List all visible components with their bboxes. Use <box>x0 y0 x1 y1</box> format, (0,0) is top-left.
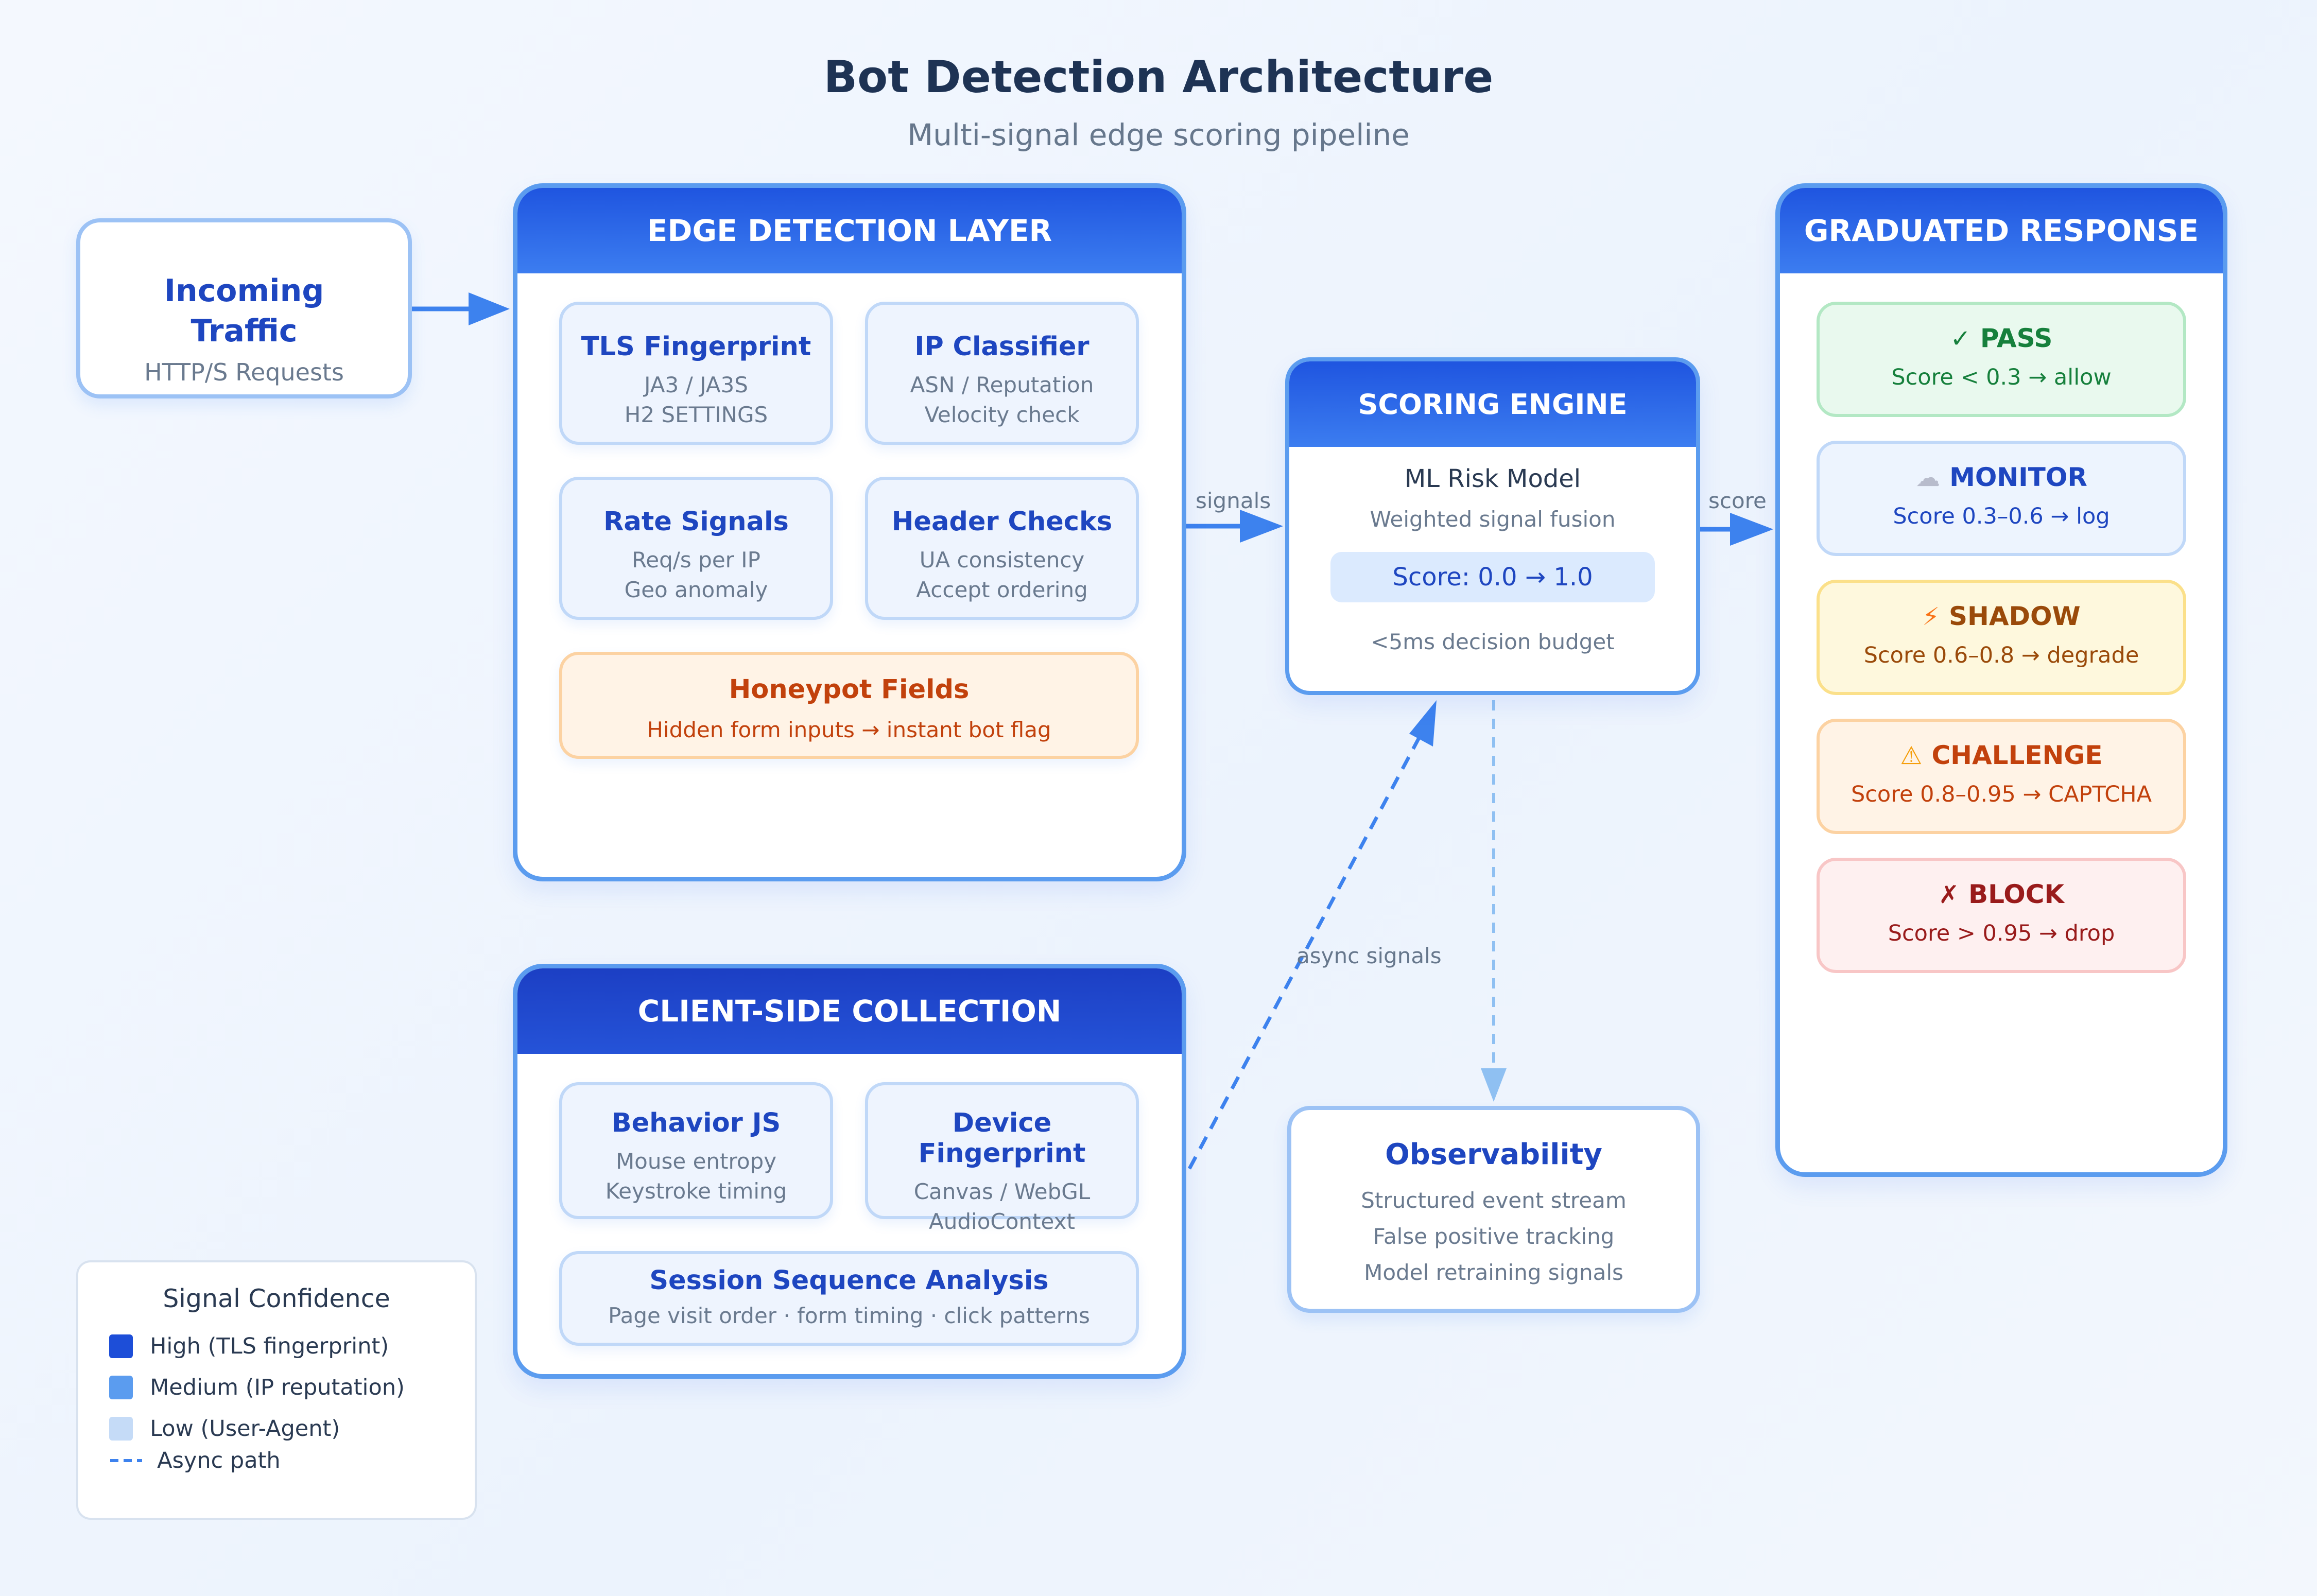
card-detail: Page visit order · form timing · click p… <box>608 1303 1090 1328</box>
lightning-icon: ⚡ <box>1922 602 1940 631</box>
legend-label: Low (User-Agent) <box>150 1416 340 1442</box>
legend-swatch <box>109 1417 133 1441</box>
legend-item-low: Low (User-Agent) <box>109 1416 340 1442</box>
tier-title: ⚡SHADOW <box>1922 601 2081 631</box>
card-title: IP Classifier <box>914 332 1090 362</box>
card-honeypot-fields: Honeypot Fields Hidden form inputs → ins… <box>559 652 1139 759</box>
dashed-line-icon <box>110 1459 142 1462</box>
observability-line3: Model retraining signals <box>1364 1260 1623 1285</box>
card-title: TLS Fingerprint <box>581 332 811 362</box>
card-title: Honeypot Fields <box>729 674 970 705</box>
card-title: Behavior JS <box>611 1108 781 1138</box>
warning-icon: ⚠ <box>1900 741 1923 770</box>
scoring-fusion: Weighted signal fusion <box>1370 507 1616 532</box>
scoring-engine-panel: SCORING ENGINE ML Risk Model Weighted si… <box>1285 357 1700 695</box>
incoming-title: Incoming Traffic <box>80 271 408 351</box>
incoming-title-line2: Traffic <box>191 313 298 349</box>
legend-label: Medium (IP reputation) <box>150 1375 405 1400</box>
graduated-response-heading: GRADUATED RESPONSE <box>1780 188 2223 273</box>
arrow-scoring-to-response <box>1700 513 1773 546</box>
tier-desc: Score 0.3–0.6 → log <box>1893 504 2110 529</box>
legend: Signal Confidence High (TLS fingerprint)… <box>76 1260 477 1520</box>
tier-desc: Score > 0.95 → drop <box>1888 921 2115 946</box>
card-detail: Hidden form inputs → instant bot flag <box>647 717 1051 742</box>
label-signals: signals <box>1196 488 1271 513</box>
legend-title: Signal Confidence <box>163 1284 390 1313</box>
card-session-sequence: Session Sequence Analysis Page visit ord… <box>559 1251 1139 1346</box>
arrow-edge-to-scoring <box>1186 510 1283 543</box>
observability-node: Observability Structured event stream Fa… <box>1287 1106 1700 1313</box>
card-title: Rate Signals <box>603 507 789 537</box>
legend-swatch <box>109 1376 133 1399</box>
incoming-title-line1: Incoming <box>164 273 324 309</box>
tier-pass: ✓PASS Score < 0.3 → allow <box>1817 302 2186 417</box>
incoming-subtitle: HTTP/S Requests <box>144 358 344 386</box>
scoring-budget: <5ms decision budget <box>1371 629 1615 654</box>
scoring-engine-heading: SCORING ENGINE <box>1289 361 1696 447</box>
observability-line2: False positive tracking <box>1373 1224 1615 1249</box>
tier-title: ☁MONITOR <box>1915 462 2087 492</box>
legend-label: High (TLS fingerprint) <box>150 1333 389 1359</box>
cross-icon: ✗ <box>1938 880 1960 909</box>
observability-line1: Structured event stream <box>1361 1188 1627 1213</box>
legend-item-high: High (TLS fingerprint) <box>109 1333 389 1359</box>
check-icon: ✓ <box>1950 324 1971 353</box>
client-side-heading: CLIENT-SIDE COLLECTION <box>517 968 1182 1054</box>
tier-challenge: ⚠CHALLENGE Score 0.8–0.95 → CAPTCHA <box>1817 719 2186 834</box>
diagram-title: Bot Detection Architecture <box>823 51 1494 103</box>
legend-item-medium: Medium (IP reputation) <box>109 1375 405 1400</box>
score-range-badge: Score: 0.0 → 1.0 <box>1330 552 1655 602</box>
tier-title: ✓PASS <box>1950 323 2053 353</box>
arrow-scoring-to-observability <box>1481 700 1507 1102</box>
tier-monitor: ☁MONITOR Score 0.3–0.6 → log <box>1817 441 2186 556</box>
scoring-model: ML Risk Model <box>1404 464 1581 493</box>
legend-item-async: Async path <box>109 1448 281 1473</box>
incoming-traffic-node: Incoming Traffic HTTP/S Requests <box>76 218 412 398</box>
tier-desc: Score < 0.3 → allow <box>1891 365 2112 390</box>
edge-detection-heading: EDGE DETECTION LAYER <box>517 188 1182 273</box>
tier-block: ✗BLOCK Score > 0.95 → drop <box>1817 858 2186 973</box>
cloud-icon: ☁ <box>1915 463 1941 492</box>
arrow-client-to-scoring-async <box>1187 700 1437 1170</box>
tier-title: ⚠CHALLENGE <box>1900 740 2103 770</box>
observability-detail: Structured event stream False positive t… <box>1291 1183 1696 1291</box>
tier-title: ✗BLOCK <box>1938 879 2065 909</box>
tier-shadow: ⚡SHADOW Score 0.6–0.8 → degrade <box>1817 580 2186 695</box>
arrow-incoming-to-edge <box>412 292 510 325</box>
card-title: Device Fingerprint <box>918 1108 1086 1169</box>
tier-desc: Score 0.8–0.95 → CAPTCHA <box>1851 782 2152 807</box>
diagram-subtitle: Multi-signal edge scoring pipeline <box>907 117 1410 152</box>
card-title: Header Checks <box>891 507 1113 537</box>
legend-swatch <box>109 1334 133 1358</box>
observability-title: Observability <box>1385 1138 1602 1171</box>
card-title: Session Sequence Analysis <box>649 1265 1049 1296</box>
tier-desc: Score 0.6–0.8 → degrade <box>1863 643 2139 668</box>
edge-detection-panel: EDGE DETECTION LAYER <box>513 183 1186 881</box>
label-async-signals: async signals <box>1296 943 1442 968</box>
label-score: score <box>1708 488 1767 513</box>
legend-label: Async path <box>157 1448 281 1473</box>
